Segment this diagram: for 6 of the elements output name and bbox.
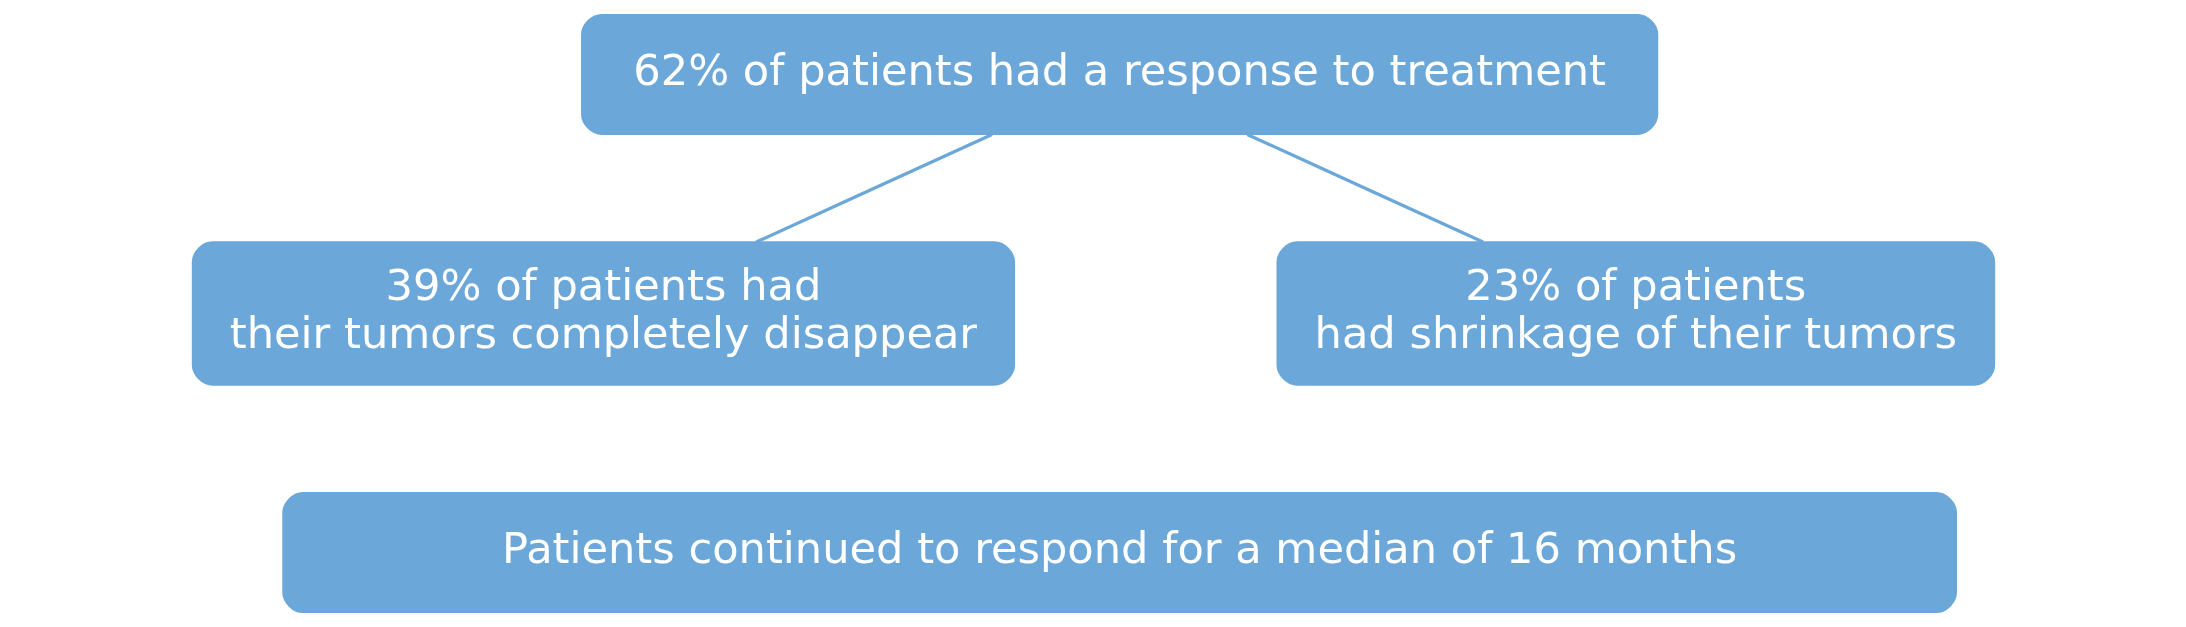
node-box: 62% of patients had a response to treatment (580, 13, 1658, 136)
node-box: Patients continued to respond for a median of 16 months (281, 491, 1957, 614)
node-box: 39% of patients had their tumors completely disappear (191, 241, 1015, 386)
connector (755, 132, 993, 244)
node-box: 23% of patients had shrinkage of their tumors (1276, 241, 1995, 386)
connector (1246, 132, 1484, 244)
